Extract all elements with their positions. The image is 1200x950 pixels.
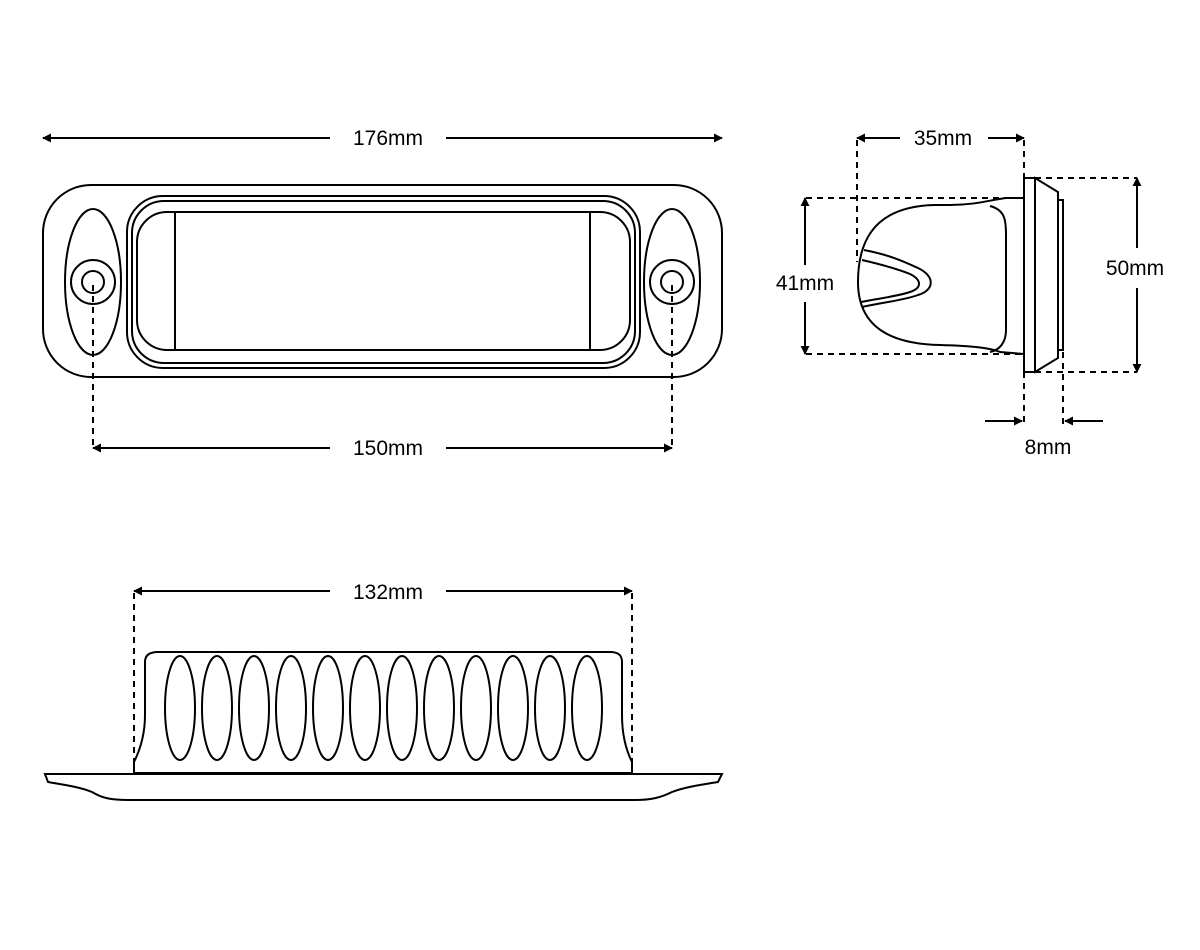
right-mount-hole (660, 270, 684, 294)
side-lens-curve-outer (861, 249, 932, 308)
side-body (856, 197, 1025, 355)
side-flange-step (1057, 199, 1064, 351)
lens-outline (136, 211, 631, 351)
side-body-edge (989, 205, 1007, 353)
front-width-label: 176mm (353, 127, 423, 150)
left-mount-hole-outer (70, 259, 116, 305)
bezel-middle (131, 200, 636, 364)
cooling-fin (312, 655, 344, 761)
cooling-fin (571, 655, 603, 761)
front-housing-outline (42, 184, 723, 378)
bottom-view: 132mm (43, 581, 724, 801)
cooling-fin (386, 655, 418, 761)
bottom-housing-width-label: 132mm (353, 581, 423, 604)
mount-spacing-label: 150mm (353, 437, 423, 460)
flange-thickness-label: 8mm (1025, 436, 1072, 459)
base-plate (43, 773, 724, 801)
side-view: 35mm 41mm 50mm 8mm (776, 127, 1164, 459)
cooling-fin (164, 655, 196, 761)
side-body-height-label: 41mm (776, 272, 834, 295)
cooling-fin (349, 655, 381, 761)
cooling-fin (238, 655, 270, 761)
side-flange (1034, 176, 1059, 374)
housing-body (133, 651, 633, 774)
front-view: 176mm 150mm (42, 127, 723, 460)
side-lens-curve-inner (860, 259, 920, 303)
side-plate (1023, 177, 1036, 373)
cooling-fins (164, 655, 603, 761)
cooling-fin (534, 655, 566, 761)
bezel-outer (126, 195, 641, 369)
cooling-fin (497, 655, 529, 761)
left-mount-hole (81, 270, 105, 294)
cooling-fin (201, 655, 233, 761)
side-flange-height-label: 50mm (1106, 257, 1164, 280)
cooling-fin (423, 655, 455, 761)
side-depth-label: 35mm (914, 127, 972, 150)
right-mount-hole-outer (649, 259, 695, 305)
cooling-fin (275, 655, 307, 761)
cooling-fin (460, 655, 492, 761)
